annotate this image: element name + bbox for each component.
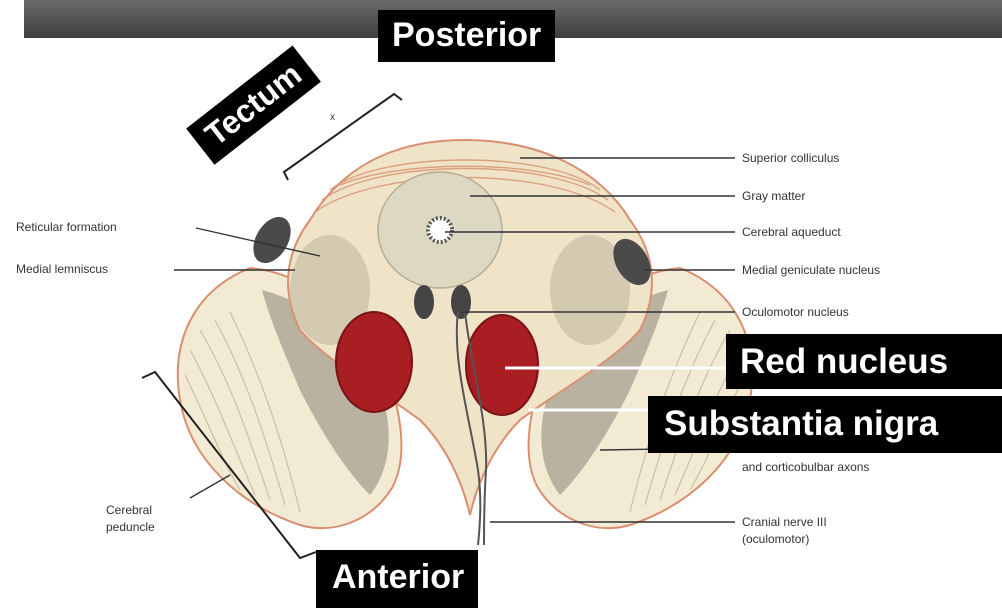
- label-cerebral-aqueduct: Cerebral aqueduct: [742, 225, 841, 239]
- label-oculomotor-nucleus: Oculomotor nucleus: [742, 305, 849, 319]
- label-cerebral-peduncle-2: peduncle: [106, 520, 155, 534]
- callout-posterior: Posterior: [378, 10, 555, 62]
- label-medial-lemniscus: Medial lemniscus: [16, 262, 108, 276]
- label-cranial-nerve-iii-sub: (oculomotor): [742, 532, 809, 546]
- label-cerebral-peduncle-1: Cerebral: [106, 503, 152, 517]
- red-nucleus-left: [336, 312, 412, 412]
- red-nucleus-right: [466, 315, 538, 415]
- cerebral-aqueduct: [428, 218, 452, 242]
- label-medial-geniculate-nucleus: Medial geniculate nucleus: [742, 263, 880, 277]
- oculomotor-nucleus-right: [451, 285, 471, 319]
- callout-substantia-nigra: Substantia nigra: [648, 396, 1002, 453]
- tectum-bracket-mark: x: [330, 112, 335, 123]
- callout-red-nucleus: Red nucleus: [726, 334, 1002, 389]
- label-corticobulbar-axons: and corticobulbar axons: [742, 460, 869, 474]
- label-cranial-nerve-iii: Cranial nerve III: [742, 515, 827, 529]
- callout-anterior: Anterior: [316, 550, 478, 608]
- label-gray-matter: Gray matter: [742, 189, 805, 203]
- label-reticular-formation: Reticular formation: [16, 220, 117, 234]
- label-superior-colliculus: Superior colliculus: [742, 151, 839, 165]
- oculomotor-nucleus-left: [414, 285, 434, 319]
